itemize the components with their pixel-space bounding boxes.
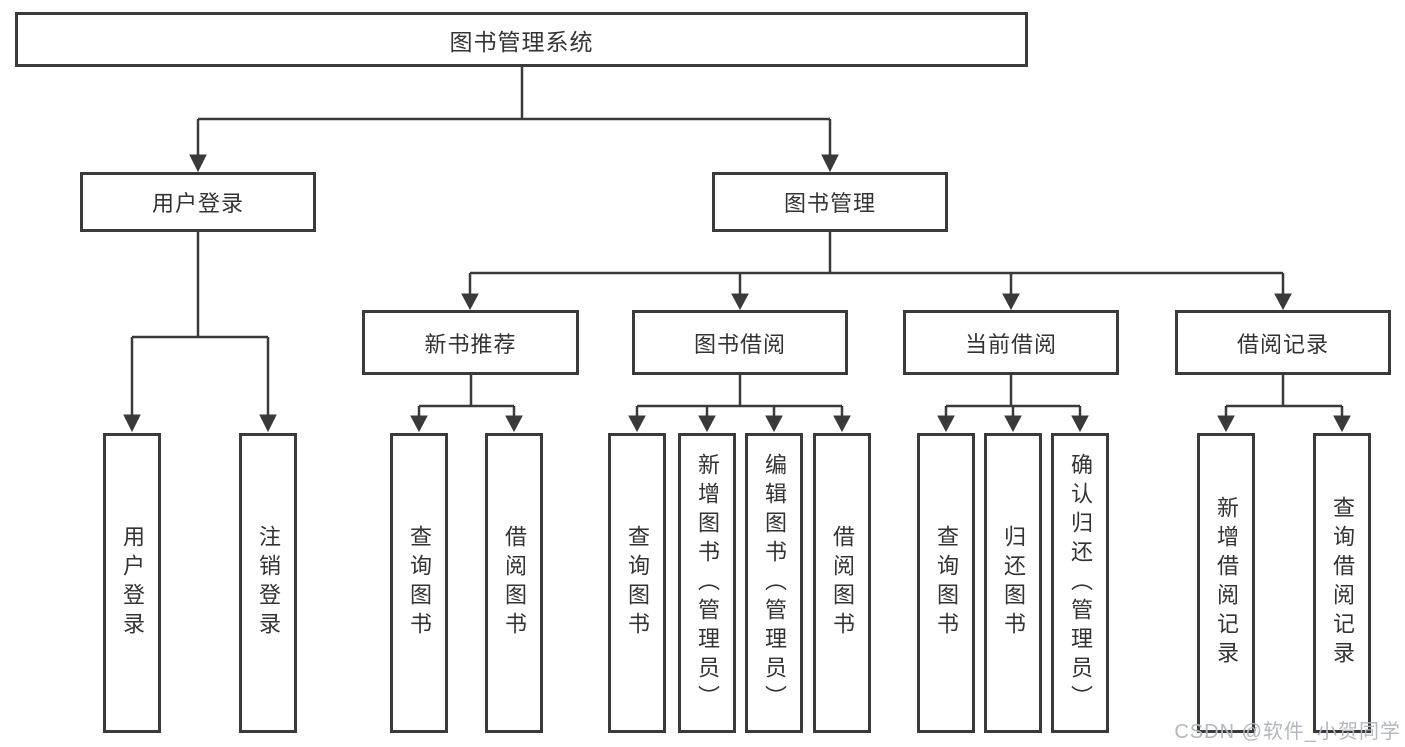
arrow-down-icon xyxy=(505,415,523,433)
leaf-borrow-books: 借阅图书 xyxy=(813,433,871,733)
leaf-query-books-label: 查询图书 xyxy=(407,525,432,641)
arrow-down-icon xyxy=(189,154,207,173)
borrow-records-leaf-connector xyxy=(1217,375,1351,433)
leaf-edit-book-admin: 编辑图书（管理员） xyxy=(745,433,803,733)
arrow-down-icon xyxy=(461,293,479,311)
leaf-query-books-label: 查询图书 xyxy=(934,525,959,641)
book-management-group-connector xyxy=(461,232,1292,311)
arrow-down-icon xyxy=(698,415,716,433)
new-book-recommend-leaf-connector xyxy=(410,375,523,433)
node-user-login-branch-label: 用户登录 xyxy=(151,191,244,216)
leaf-add-book-admin: 新增图书（管理员） xyxy=(678,433,736,733)
node-current-borrow: 当前借阅 xyxy=(903,310,1119,375)
leaf-user-login: 用户登录 xyxy=(103,433,161,733)
leaf-add-borrow-record-label: 新增借阅记录 xyxy=(1214,496,1239,670)
leaf-logout: 注销登录 xyxy=(239,433,297,733)
node-book-borrow-label: 图书借阅 xyxy=(693,331,786,357)
arrow-down-icon xyxy=(821,154,839,173)
leaf-add-borrow-record: 新增借阅记录 xyxy=(1197,433,1255,733)
arrow-down-icon xyxy=(1274,293,1292,311)
arrow-down-icon xyxy=(731,293,749,311)
arrow-down-icon xyxy=(937,415,955,433)
root-branch-connector xyxy=(189,67,839,173)
leaf-query-books-label: 查询图书 xyxy=(625,525,650,641)
arrow-down-icon xyxy=(628,415,646,433)
node-system-root: 图书管理系统 xyxy=(15,12,1028,67)
arrow-down-icon xyxy=(123,414,141,433)
leaf-return-books-label: 归还图书 xyxy=(1001,525,1026,641)
book-borrow-leaf-connector xyxy=(628,375,851,433)
node-book-management-branch-label: 图书管理 xyxy=(783,191,876,216)
arrow-down-icon xyxy=(1071,415,1089,433)
arrow-down-icon xyxy=(259,414,277,433)
leaf-query-books: 查询图书 xyxy=(390,433,448,733)
arrow-down-icon xyxy=(833,415,851,433)
current-borrow-leaf-connector xyxy=(937,375,1089,433)
arrow-down-icon xyxy=(1004,415,1022,433)
arrow-down-icon xyxy=(765,415,783,433)
node-borrow-records: 借阅记录 xyxy=(1175,310,1391,375)
node-new-book-recommend-label: 新书推荐 xyxy=(424,331,517,357)
leaf-logout-label: 注销登录 xyxy=(256,525,281,641)
arrow-down-icon xyxy=(1217,415,1235,433)
node-borrow-records-label: 借阅记录 xyxy=(1236,331,1329,357)
watermark: CSDN @软件_小贺同学 xyxy=(1174,721,1401,743)
leaf-user-login-label: 用户登录 xyxy=(120,525,145,641)
node-user-login-branch: 用户登录 xyxy=(80,172,316,232)
node-book-management-branch: 图书管理 xyxy=(712,172,948,232)
leaf-query-books: 查询图书 xyxy=(608,433,666,733)
node-system-root-label: 图书管理系统 xyxy=(449,28,594,55)
node-current-borrow-label: 当前借阅 xyxy=(964,331,1057,357)
arrow-down-icon xyxy=(1333,415,1351,433)
user-login-leaf-connector xyxy=(123,232,277,433)
leaf-borrow-books-label: 借阅图书 xyxy=(502,525,527,641)
leaf-return-books: 归还图书 xyxy=(984,433,1042,733)
leaf-borrow-books: 借阅图书 xyxy=(485,433,543,733)
leaf-confirm-return-admin: 确认归还（管理员） xyxy=(1051,433,1109,733)
leaf-query-borrow-record: 查询借阅记录 xyxy=(1313,433,1371,733)
node-new-book-recommend: 新书推荐 xyxy=(362,310,579,375)
arrow-down-icon xyxy=(1002,293,1020,311)
leaf-query-borrow-record-label: 查询借阅记录 xyxy=(1330,496,1355,670)
leaf-add-book-admin-label: 新增图书（管理员） xyxy=(695,452,720,714)
leaf-borrow-books-label: 借阅图书 xyxy=(830,525,855,641)
leaf-confirm-return-admin-label: 确认归还（管理员） xyxy=(1068,452,1093,714)
node-book-borrow: 图书借阅 xyxy=(632,310,848,375)
leaf-edit-book-admin-label: 编辑图书（管理员） xyxy=(762,452,787,714)
leaf-query-books: 查询图书 xyxy=(917,433,975,733)
arrow-down-icon xyxy=(410,415,428,433)
